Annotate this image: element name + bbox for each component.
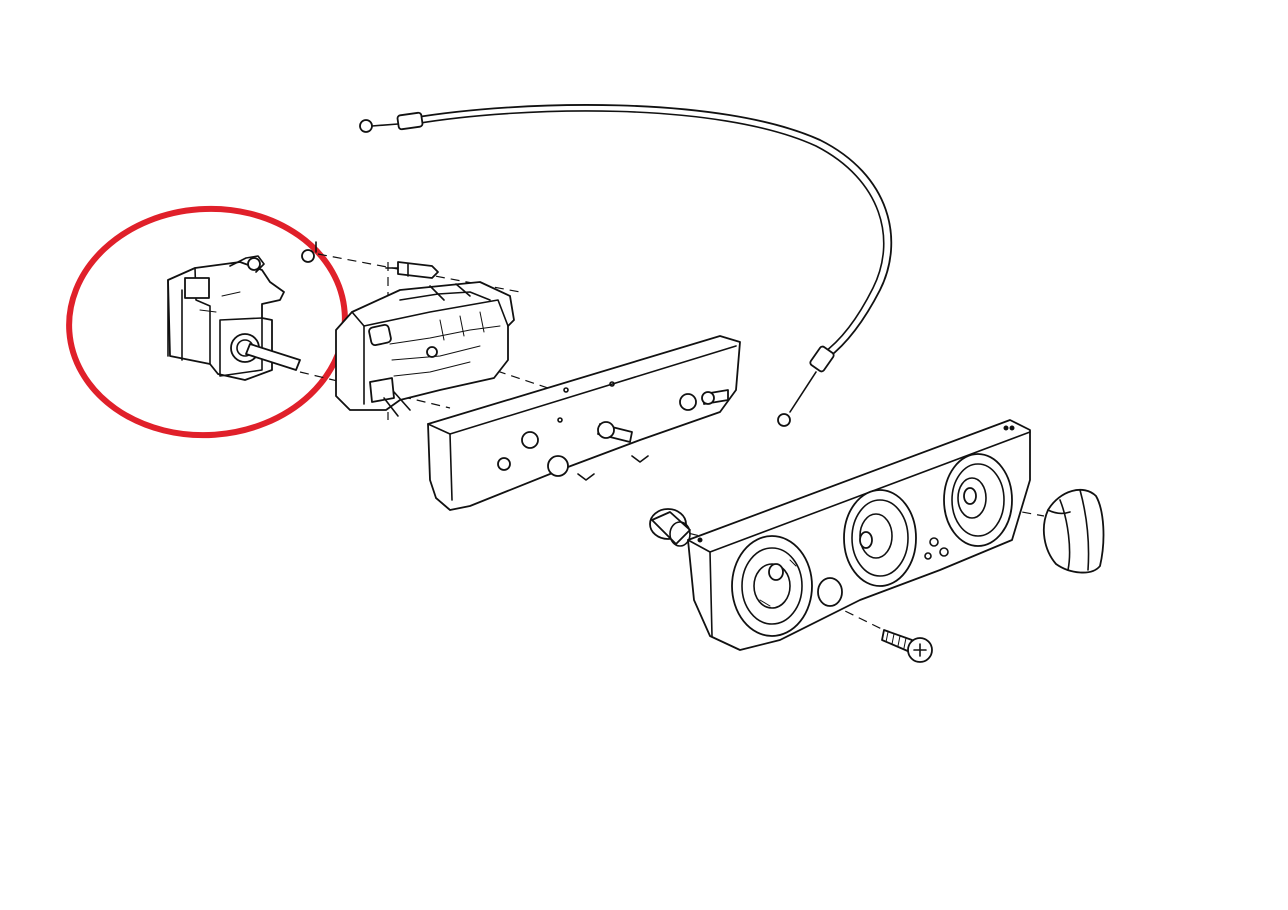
tapping-screw: [881, 629, 933, 663]
bracket-hole-1: [679, 393, 697, 411]
bracket-hole-2: [547, 455, 569, 477]
bezel-dial-left: [731, 535, 813, 637]
housing-lamp-socket: [368, 323, 392, 347]
mounting-bracket: [427, 335, 741, 511]
push-button-cap: [649, 508, 691, 547]
housing-pivot: [426, 346, 438, 358]
control-unit-housing: [335, 281, 515, 417]
highlight-ring: [66, 205, 348, 439]
cable-eyelet-top: [359, 119, 373, 133]
cable-eyelet-bottom: [777, 413, 791, 427]
housing-connector: [369, 377, 395, 403]
bracket-hole-4: [497, 457, 511, 471]
blower-switch: [167, 255, 301, 381]
rotary-knob: [1042, 488, 1105, 574]
bowden-cable: [359, 104, 893, 427]
cable-end-fitting: [396, 111, 424, 131]
fan-symbol-icon: [924, 537, 949, 560]
front-bezel-panel: [687, 419, 1031, 651]
switch-shaft: [245, 343, 301, 371]
switch-lug: [247, 257, 261, 271]
switch-terminal: [184, 277, 210, 299]
retaining-clip: [301, 241, 317, 263]
bezel-dial-right: [943, 453, 1013, 547]
indicator-bulb: [385, 261, 439, 279]
bracket-hole-3: [521, 431, 539, 449]
cable-end-fitting-lower: [809, 345, 835, 373]
bezel-dial-middle: [843, 489, 917, 587]
bezel-button-hole: [817, 577, 843, 607]
